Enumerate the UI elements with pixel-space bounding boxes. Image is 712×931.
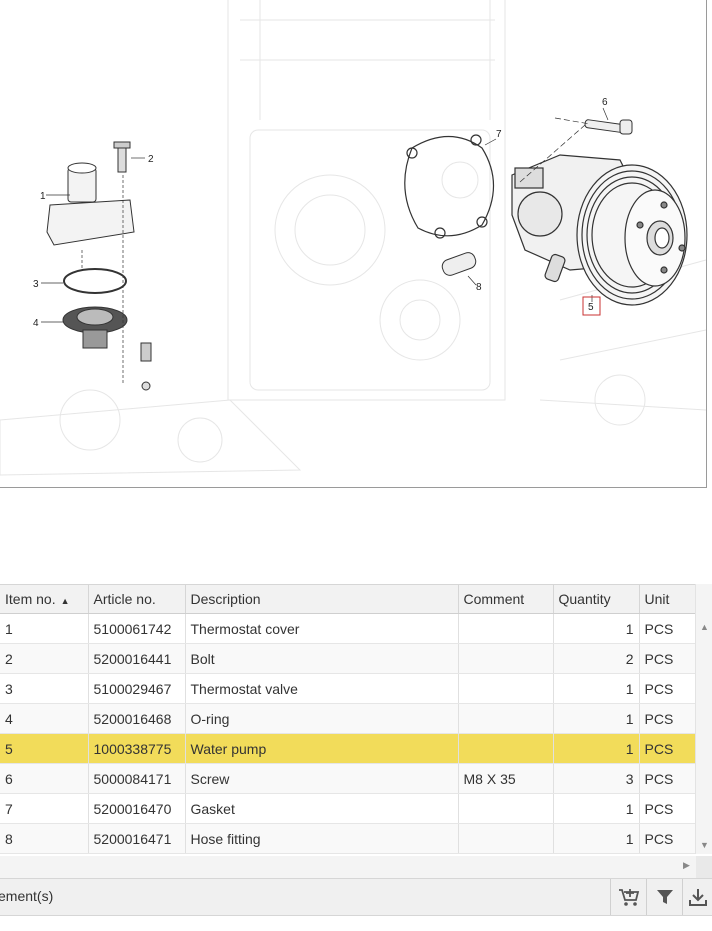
horizontal-scrollbar[interactable]: ▶ — [0, 856, 712, 878]
cell-unit: PCS — [639, 763, 698, 794]
cell-description: Hose fitting — [185, 823, 459, 854]
cell-unit: PCS — [639, 793, 698, 824]
cell-description: Water pump — [185, 733, 459, 764]
cell-quantity: 1 — [553, 703, 640, 734]
add-to-cart-button[interactable] — [610, 879, 647, 915]
cell-comment — [458, 823, 554, 854]
column-header-quantity[interactable]: Quantity — [553, 584, 640, 614]
cell-comment: M8 X 35 — [458, 763, 554, 794]
table-row-selected[interactable]: 5 1000338775 Water pump 1 PCS — [0, 733, 698, 764]
table-row[interactable]: 3 5100029467 Thermostat valve 1 PCS — [0, 673, 698, 704]
parts-grid: Item no. ▲ Article no. Description Commen… — [0, 584, 712, 854]
cell-description: Screw — [185, 763, 459, 794]
filter-icon — [657, 890, 673, 904]
cell-description: Gasket — [185, 793, 459, 824]
scroll-right-arrow-icon[interactable]: ▶ — [683, 860, 690, 870]
table-row[interactable]: 1 5100061742 Thermostat cover 1 PCS — [0, 613, 698, 644]
table-header-row: Item no. ▲ Article no. Description Commen… — [0, 584, 698, 614]
cell-description: Thermostat valve — [185, 673, 459, 704]
cell-unit: PCS — [639, 673, 698, 704]
callout-4[interactable]: 4 — [33, 318, 39, 329]
column-header-label: Item no. — [5, 591, 56, 607]
column-header-comment[interactable]: Comment — [458, 584, 554, 614]
cell-quantity: 2 — [553, 643, 640, 674]
scroll-down-arrow-icon[interactable]: ▼ — [700, 840, 709, 850]
cell-article-no: 5100061742 — [88, 613, 186, 644]
column-header-article-no[interactable]: Article no. — [88, 584, 186, 614]
cell-unit: PCS — [639, 703, 698, 734]
cell-description: Bolt — [185, 643, 459, 674]
cell-comment — [458, 673, 554, 704]
add-to-cart-icon — [619, 889, 640, 906]
cell-quantity: 1 — [553, 673, 640, 704]
cell-item-no: 8 — [0, 823, 89, 854]
cell-description: O-ring — [185, 703, 459, 734]
table-row[interactable]: 7 5200016470 Gasket 1 PCS — [0, 793, 698, 824]
cell-item-no: 1 — [0, 613, 89, 644]
cell-article-no: 5200016441 — [88, 643, 186, 674]
cell-quantity: 1 — [553, 793, 640, 824]
scroll-up-arrow-icon[interactable]: ▲ — [700, 622, 709, 632]
cell-article-no: 5200016468 — [88, 703, 186, 734]
cell-unit: PCS — [639, 823, 698, 854]
cell-comment — [458, 643, 554, 674]
cell-comment — [458, 613, 554, 644]
cell-article-no: 5200016471 — [88, 823, 186, 854]
download-button[interactable] — [682, 879, 712, 915]
table-row[interactable]: 8 5200016471 Hose fitting 1 PCS — [0, 823, 698, 854]
callout-8[interactable]: 8 — [476, 282, 482, 293]
column-header-description[interactable]: Description — [185, 584, 459, 614]
cell-quantity: 3 — [553, 763, 640, 794]
callout-5[interactable]: 5 — [588, 302, 594, 313]
parts-table: Item no. ▲ Article no. Description Commen… — [0, 584, 698, 854]
cell-quantity: 1 — [553, 823, 640, 854]
cell-article-no: 5100029467 — [88, 673, 186, 704]
cell-comment — [458, 793, 554, 824]
cell-item-no: 2 — [0, 643, 89, 674]
cell-unit: PCS — [639, 643, 698, 674]
cell-item-no: 3 — [0, 673, 89, 704]
callout-2[interactable]: 2 — [148, 154, 154, 165]
cell-item-no: 4 — [0, 703, 89, 734]
table-row[interactable]: 2 5200016441 Bolt 2 PCS — [0, 643, 698, 674]
callout-7[interactable]: 7 — [496, 129, 502, 140]
grid-footer-toolbar: ement(s) — [0, 878, 712, 916]
cell-article-no: 1000338775 — [88, 733, 186, 764]
table-row[interactable]: 4 5200016468 O-ring 1 PCS — [0, 703, 698, 734]
download-icon — [689, 889, 707, 906]
cell-comment — [458, 703, 554, 734]
cell-item-no: 6 — [0, 763, 89, 794]
engine-diagram: 1 2 3 4 5 6 7 8 — [0, 0, 706, 476]
cell-unit: PCS — [639, 613, 698, 644]
vertical-scrollbar[interactable]: ▲ ▼ — [695, 584, 712, 854]
cell-article-no: 5000084171 — [88, 763, 186, 794]
callout-1[interactable]: 1 — [40, 191, 46, 202]
sort-ascending-icon[interactable]: ▲ — [60, 596, 70, 606]
column-header-item-no[interactable]: Item no. ▲ — [0, 584, 89, 614]
cell-comment — [458, 733, 554, 764]
cell-article-no: 5200016470 — [88, 793, 186, 824]
cell-quantity: 1 — [553, 733, 640, 764]
scrollbar-corner — [696, 856, 712, 878]
cell-unit: PCS — [639, 733, 698, 764]
cell-quantity: 1 — [553, 613, 640, 644]
column-header-unit[interactable]: Unit — [639, 584, 698, 614]
filter-button[interactable] — [646, 879, 683, 915]
cell-description: Thermostat cover — [185, 613, 459, 644]
callout-3[interactable]: 3 — [33, 279, 39, 290]
cell-item-no: 7 — [0, 793, 89, 824]
table-row[interactable]: 6 5000084171 Screw M8 X 35 3 PCS — [0, 763, 698, 794]
callout-6[interactable]: 6 — [602, 97, 608, 108]
element-count-label: ement(s) — [0, 888, 54, 904]
callout-5-highlight-box — [582, 296, 601, 316]
exploded-diagram-panel[interactable]: 1 2 3 4 5 6 7 8 — [0, 0, 707, 488]
cell-item-no: 5 — [0, 733, 89, 764]
